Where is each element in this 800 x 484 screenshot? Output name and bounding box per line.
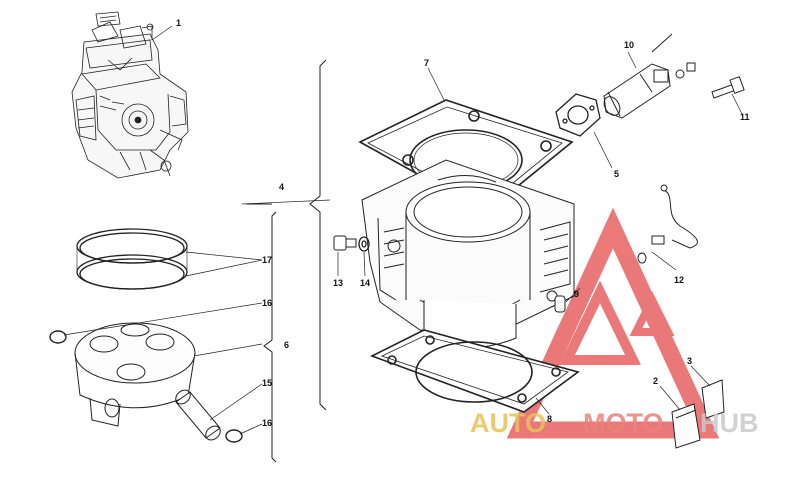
exhaust-valve-part xyxy=(701,379,725,419)
watermark-hub: HUB xyxy=(700,408,759,438)
circlip-upper xyxy=(49,330,67,344)
callout-8: 8 xyxy=(547,414,552,424)
callout-14: 14 xyxy=(360,278,370,288)
cylinder-block xyxy=(361,159,575,348)
callout-15: 15 xyxy=(262,378,272,388)
callout-11: 11 xyxy=(740,112,750,122)
callout-1: 1 xyxy=(176,18,181,28)
callout-9: 9 xyxy=(574,289,579,299)
callout-16-upper: 16 xyxy=(262,298,272,308)
tensioner-washer xyxy=(675,62,696,79)
watermark-text: AUTO MOTO HUB xyxy=(470,408,759,438)
callout-16-lower: 16 xyxy=(262,418,272,428)
sealing-washer xyxy=(358,236,370,252)
callout-17: 17 xyxy=(262,255,272,265)
temperature-sensor xyxy=(637,184,698,264)
callout-6: 6 xyxy=(284,340,289,350)
banjo-bolt xyxy=(333,235,357,251)
callout-4: 4 xyxy=(279,182,284,192)
callout-2: 2 xyxy=(653,376,658,386)
watermark-moto: MOTO xyxy=(583,408,664,438)
dowel-pin xyxy=(554,295,566,313)
assembly-brackets xyxy=(246,33,673,463)
tensioner-bolt xyxy=(711,76,745,99)
piston-pin xyxy=(175,389,221,441)
piston xyxy=(74,322,196,427)
callout-5: 5 xyxy=(614,169,619,179)
callout-13: 13 xyxy=(333,278,343,288)
chain-tensioner xyxy=(603,63,671,119)
cylinder-base-gasket xyxy=(369,329,580,413)
callout-3: 3 xyxy=(687,356,692,366)
engine-assembly-illustration xyxy=(71,11,189,179)
tensioner-gasket xyxy=(555,93,601,137)
callout-7: 7 xyxy=(424,58,429,68)
watermark-auto: AUTO xyxy=(470,408,546,438)
watermark-triangle xyxy=(506,207,720,439)
callout-labels: 1 7 10 11 5 4 17 13 14 9 12 16 6 3 2 15 … xyxy=(176,18,750,428)
intake-valve-part xyxy=(671,403,701,449)
piston-rings xyxy=(76,228,188,290)
callout-10: 10 xyxy=(624,40,634,50)
leader-lines xyxy=(63,25,743,435)
callout-12: 12 xyxy=(674,275,684,285)
circlip-lower xyxy=(225,429,243,443)
